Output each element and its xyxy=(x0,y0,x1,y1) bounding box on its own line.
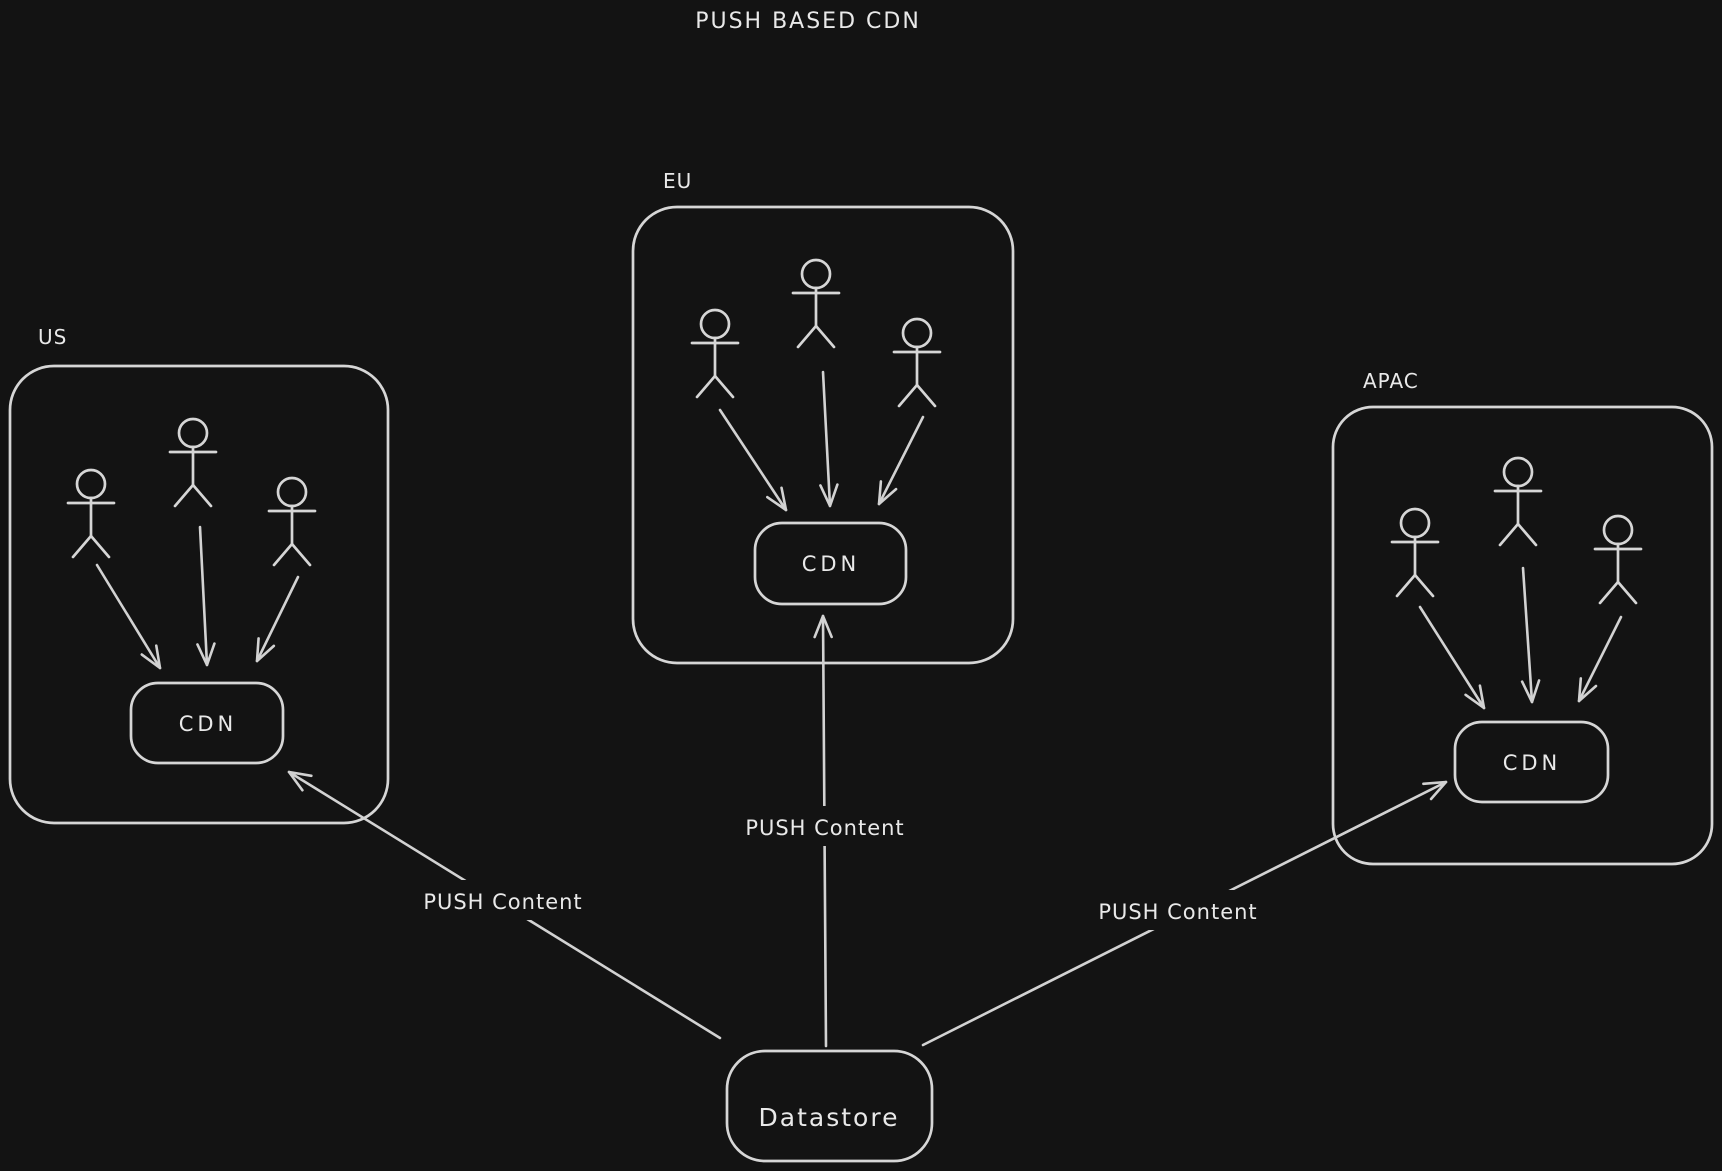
user-stick-figure-icon xyxy=(66,468,116,559)
user-to-cdn-arrow xyxy=(1418,605,1486,710)
user-to-cdn-arrow xyxy=(1577,615,1623,703)
eu-cdn-label: CDN xyxy=(802,552,861,576)
edge-label-backdrop xyxy=(745,806,905,846)
edge-label-backdrop xyxy=(413,880,593,920)
user-to-cdn-arrow xyxy=(1520,566,1541,704)
apac-cdn-node xyxy=(1453,720,1610,804)
user-stick-figure-icon xyxy=(892,317,942,408)
push-content-label-apac: PUSH Content xyxy=(1098,900,1257,924)
user-to-cdn-arrow xyxy=(255,575,300,663)
user-to-cdn-arrow xyxy=(196,525,216,667)
region-eu-box xyxy=(631,205,1015,665)
region-apac-label: APAC xyxy=(1363,369,1419,393)
region-eu-label: EU xyxy=(663,169,692,193)
user-stick-figure-icon xyxy=(267,476,317,567)
diagram-title: PUSH BASED CDN xyxy=(695,9,921,34)
region-us-label: US xyxy=(38,325,67,349)
region-us: US CDN xyxy=(8,325,390,825)
push-edges: PUSH Content PUSH Content PUSH Content xyxy=(287,614,1448,1048)
region-apac: APAC CDN xyxy=(1331,369,1714,866)
datastore-node xyxy=(725,1049,934,1163)
user-stick-figure-icon xyxy=(791,258,841,349)
datastore: Datastore xyxy=(725,1049,934,1163)
user-stick-figure-icon xyxy=(1593,514,1643,605)
user-to-cdn-arrow xyxy=(718,408,788,512)
user-to-cdn-arrow xyxy=(95,563,162,670)
push-content-label-eu: PUSH Content xyxy=(745,816,904,840)
push-content-label-us: PUSH Content xyxy=(423,890,582,914)
datastore-label: Datastore xyxy=(759,1103,900,1132)
user-to-cdn-arrow xyxy=(819,370,839,508)
us-cdn-node xyxy=(129,681,285,765)
region-apac-box xyxy=(1331,405,1714,866)
user-stick-figure-icon xyxy=(168,417,218,508)
user-to-cdn-arrow xyxy=(877,415,925,506)
user-stick-figure-icon xyxy=(1390,507,1440,598)
user-stick-figure-icon xyxy=(1493,456,1543,547)
region-eu: EU CDN xyxy=(631,169,1015,665)
region-us-box xyxy=(8,364,390,825)
user-stick-figure-icon xyxy=(690,308,740,399)
apac-cdn-label: CDN xyxy=(1503,751,1562,775)
edge-label-backdrop xyxy=(1088,890,1268,930)
us-cdn-label: CDN xyxy=(179,712,238,736)
eu-cdn-node xyxy=(753,521,908,606)
